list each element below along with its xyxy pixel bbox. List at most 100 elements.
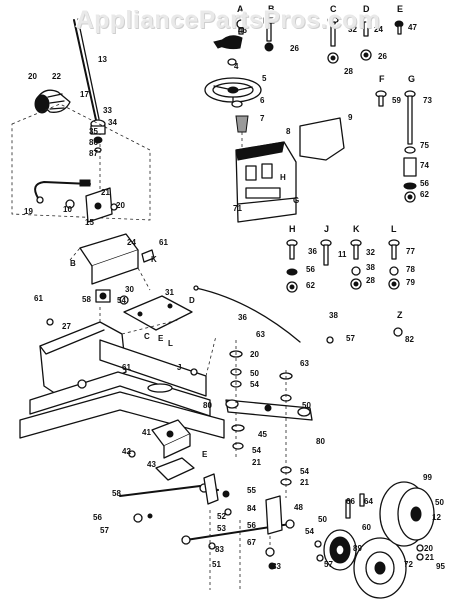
part-callout: 10 [63,205,72,214]
part-callout: 72 [404,560,413,569]
part-callout: G [293,196,299,205]
part-callout: 54 [250,380,259,389]
bolt-l-icon [388,239,400,290]
part-callout: 53 [217,524,226,533]
part-callout: 41 [142,428,151,437]
washer-6-icon [231,100,243,108]
part-callout: 31 [165,288,174,297]
bolt-k-icon [350,239,362,290]
part-callout: 20 [28,72,37,81]
part-callout: 7 [260,114,265,123]
part-callout: 83 [272,562,281,571]
wheel-cap-icon [219,35,243,66]
part-callout: 46 [238,26,247,35]
part-callout: L [168,339,173,348]
bolt-d-icon [360,16,372,61]
nut-57-icon [326,336,334,344]
part-callout: 60 [362,523,371,532]
column-bushing-icon [90,119,106,153]
part-callout: D [189,296,195,305]
mount-block-icon [95,289,129,305]
part-callout: 21 [425,553,434,562]
chassis-frame-icon [19,306,225,439]
part-callout: E [202,450,208,459]
part-callout: H [289,224,296,234]
part-callout: 36 [238,313,247,322]
part-callout: 75 [420,141,429,150]
hub-pulley-icon [314,529,357,571]
part-callout: 21 [101,188,110,197]
part-callout: 58 [112,489,121,498]
front-tire-icon [353,537,407,599]
part-callout: 21 [252,458,261,467]
part-callout: 11 [338,250,347,259]
part-callout: 47 [408,23,417,32]
part-callout: 89 [353,544,362,553]
part-callout: 26 [290,44,299,53]
part-callout: C [330,4,337,14]
part-callout: H [280,173,286,182]
part-callout: J [324,224,329,234]
part-callout: 5 [262,74,267,83]
part-callout: 36 [308,247,317,256]
part-callout: 50 [318,515,327,524]
spindle-right-icon [265,495,283,570]
part-callout: F [379,74,385,84]
part-callout: 99 [423,473,432,482]
part-callout: 63 [256,330,265,339]
part-callout: 48 [294,503,303,512]
part-callout: 64 [364,497,373,506]
part-callout: 19 [24,207,33,216]
part-callout: 17 [80,90,89,99]
part-callout: G [408,74,415,84]
part-callout: 34 [108,118,117,127]
part-callout: 95 [436,562,445,571]
part-callout: 56 [93,513,102,522]
axle-pins-icon [345,493,424,561]
steering-wheel-icon [204,77,262,103]
part-callout: 56 [306,265,315,274]
steering-gear-icon [34,89,71,114]
throttle-cable [195,287,301,343]
part-callout: 24 [374,25,383,34]
part-callout: 78 [406,265,415,274]
dash-panel-icon [235,141,297,223]
bolt-h-icon [286,239,298,293]
bolt-b-icon [263,17,275,52]
part-callout: 62 [420,190,429,199]
part-callout: 55 [247,486,256,495]
part-callout: 12 [432,513,441,522]
part-callout: 71 [233,204,242,213]
part-callout: 22 [52,72,61,81]
part-callout: 61 [159,238,168,247]
part-callout: 8 [286,127,291,136]
drag-link-icon [34,179,91,204]
screw-e-icon [394,20,404,35]
part-callout: 15 [85,218,94,227]
part-callout: 79 [406,278,415,287]
part-callout: 20 [116,201,125,210]
part-callout: 62 [306,281,315,290]
washer-10-icon [65,199,75,209]
part-callout: 77 [406,247,415,256]
part-callout: 42 [122,447,131,456]
part-callout: 50 [302,401,311,410]
part-callout: 20 [250,350,259,359]
part-callout: 57 [346,334,355,343]
part-callout: 83 [215,545,224,554]
part-callout: 56 [247,521,256,530]
part-callout: B [268,4,275,14]
part-callout: 43 [147,460,156,469]
part-callout: 80 [316,437,325,446]
part-callout: K [151,255,157,264]
part-callout: 86 [89,138,98,147]
watermark-text: AppliancePartsPros.com [75,6,381,34]
part-callout: 87 [89,149,98,158]
part-callout: 61 [122,363,131,372]
part-callout: 52 [217,512,226,521]
part-callout: 58 [82,295,91,304]
part-callout: 38 [366,263,375,272]
bolt-27-icon [46,318,54,326]
part-callout: 82 [405,335,414,344]
